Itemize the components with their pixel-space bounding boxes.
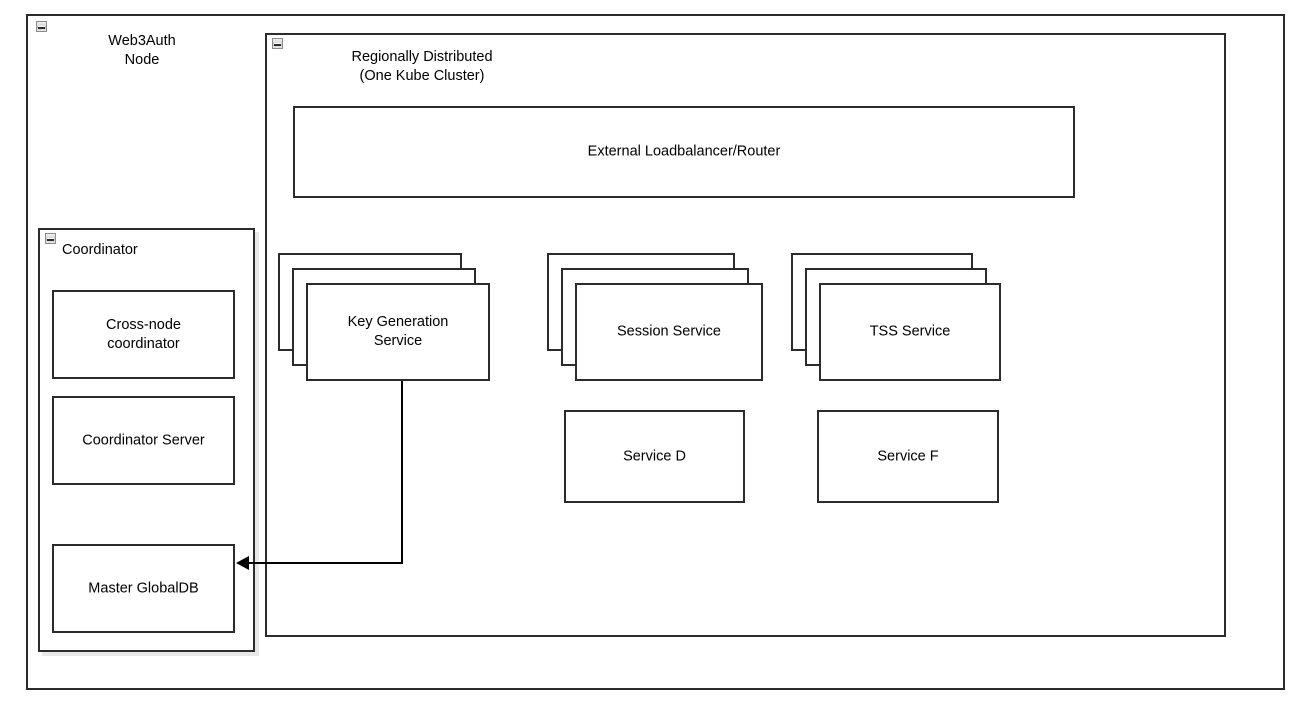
master-globaldb-label: Master GlobalDB	[88, 580, 199, 596]
external-loadbalancer-node[interactable]: External Loadbalancer/Router	[293, 106, 1075, 198]
cross-node-coordinator-node[interactable]: Cross-node coordinator	[52, 290, 235, 379]
session-service-layer-front[interactable]: Session Service	[575, 283, 763, 381]
key-generation-service-layer-front[interactable]: Key Generation Service	[306, 283, 490, 381]
connector-segment-vertical	[401, 381, 403, 564]
key-generation-service-label: Key Generation Service	[347, 314, 449, 349]
service-f-label: Service F	[877, 448, 939, 464]
collapse-minus-icon-kube-cluster[interactable]	[272, 38, 283, 49]
coordinator-server-label: Coordinator Server	[82, 432, 205, 448]
tss-service-layer-front[interactable]: TSS Service	[819, 283, 1001, 381]
service-d-node[interactable]: Service D	[564, 410, 745, 503]
session-service-stack[interactable]: Session Service	[547, 253, 763, 381]
external-loadbalancer-label: External Loadbalancer/Router	[587, 143, 781, 160]
kube-cluster-label: Regionally Distributed (One Kube Cluster…	[351, 49, 493, 84]
web3auth-node-label: Web3Auth Node	[108, 33, 176, 68]
collapse-minus-icon-coordinator[interactable]	[45, 233, 56, 244]
tss-service-stack[interactable]: TSS Service	[791, 253, 1001, 381]
session-service-label: Session Service	[617, 323, 721, 340]
coordinator-label: Coordinator	[62, 242, 138, 258]
collapse-minus-icon-web3auth-node[interactable]	[36, 21, 47, 32]
master-globaldb-node[interactable]: Master GlobalDB	[52, 544, 235, 633]
service-d-label: Service D	[623, 448, 686, 464]
connector-arrowhead	[236, 556, 249, 570]
tss-service-label: TSS Service	[869, 323, 951, 340]
key-generation-service-stack[interactable]: Key Generation Service	[278, 253, 490, 381]
cross-node-coordinator-label: Cross-node coordinator	[106, 316, 181, 352]
connector-segment-horizontal	[248, 562, 403, 564]
coordinator-server-node[interactable]: Coordinator Server	[52, 396, 235, 485]
service-f-node[interactable]: Service F	[817, 410, 999, 503]
